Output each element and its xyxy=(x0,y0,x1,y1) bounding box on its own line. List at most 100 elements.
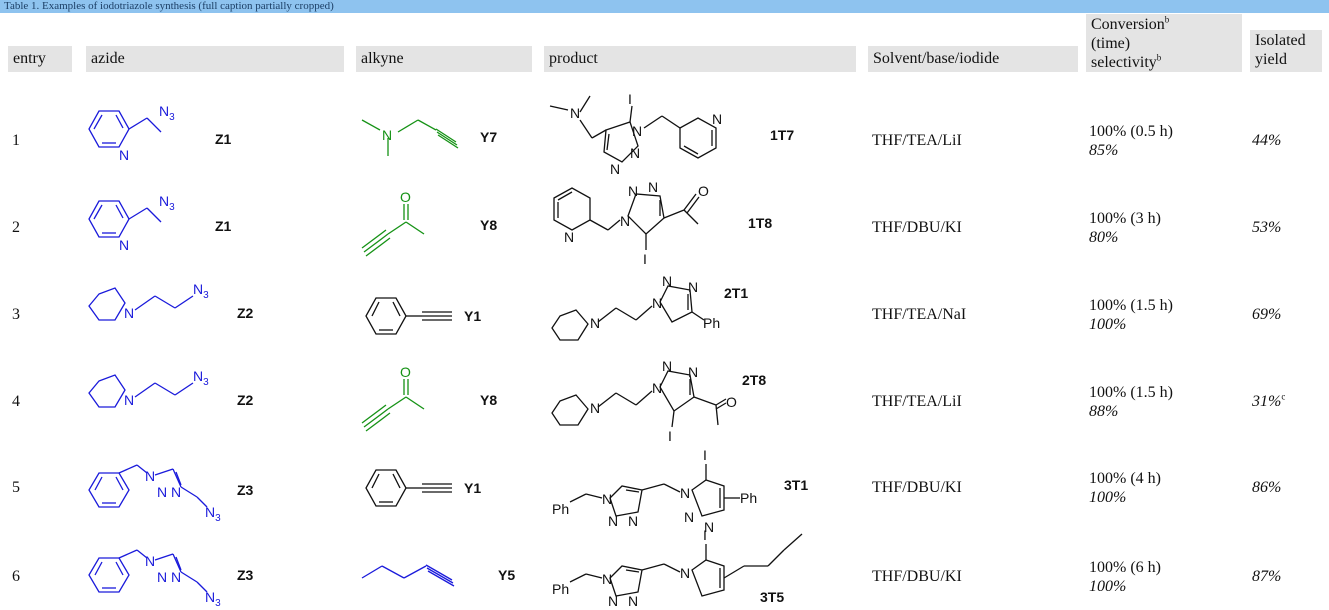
alkyne-structure-y8: O Y8 xyxy=(361,364,497,432)
azide-label: Z1 xyxy=(215,218,232,234)
product-structure-1t7: N I N N N N 1T7 xyxy=(549,91,794,177)
atom-n: N xyxy=(171,569,181,585)
atom-n: N xyxy=(662,358,672,374)
azide-structure-z3: N N N N3 Z3 xyxy=(88,549,254,609)
alkyne-label: Y1 xyxy=(464,308,481,324)
atom-n: N xyxy=(382,127,392,143)
azide-label: Z3 xyxy=(237,567,254,583)
yield-4: 31%c xyxy=(1252,391,1286,410)
atom-n: N xyxy=(124,305,134,321)
atom-n3: N3 xyxy=(193,368,209,388)
atom-n: N xyxy=(590,315,600,331)
header-conversion: Conversionb (time) selectivityb xyxy=(1086,14,1242,72)
footnote-b: b xyxy=(1156,52,1162,63)
atom-ph: Ph xyxy=(740,490,757,506)
product-label: 3T1 xyxy=(784,477,808,493)
atom-n: N xyxy=(608,593,618,609)
entry-2: 2 xyxy=(12,219,20,236)
solvent-4: THF/TEA/LiI xyxy=(872,393,962,410)
atom-i: I xyxy=(668,428,672,444)
product-structure-1t8: N N N N O I 1T8 xyxy=(553,179,772,267)
header-solvent: Solvent/base/iodide xyxy=(868,46,1078,72)
product-structure-3t5: Ph N N N N I 3T5 xyxy=(552,527,803,609)
atom-n: N xyxy=(680,485,690,501)
atom-n: N xyxy=(648,179,658,195)
atom-n: N xyxy=(628,183,638,199)
table-caption: Table 1. Examples of iodotriazole synthe… xyxy=(0,0,1329,13)
footnote-c: c xyxy=(1281,391,1286,402)
yield-2: 53% xyxy=(1252,219,1282,236)
conversion-time: 100% (4 h) xyxy=(1089,470,1161,487)
product-structure-2t1: N N N N Ph 2T1 xyxy=(551,273,748,341)
azide-structure-z1: N N3 Z1 xyxy=(88,193,232,253)
conversion-time: 100% (1.5 h) xyxy=(1089,384,1173,401)
alkyne-label: Y5 xyxy=(498,567,515,583)
conversion-4: 100% (1.5 h)88% xyxy=(1089,383,1173,421)
product-label: 2T8 xyxy=(742,372,766,388)
atom-ph: Ph xyxy=(552,501,569,517)
solvent-2: THF/DBU/KI xyxy=(872,219,962,236)
atom-ph: Ph xyxy=(703,315,720,331)
atom-n: N xyxy=(688,364,698,380)
atom-n: N xyxy=(157,569,167,585)
atom-n: N xyxy=(610,161,620,177)
conversion-5: 100% (4 h) 100% xyxy=(1089,469,1161,507)
product-label: 1T7 xyxy=(770,127,794,143)
yield-5: 86% xyxy=(1252,479,1282,496)
atom-n: N xyxy=(620,213,630,229)
alkyne-structure-y8: O Y8 xyxy=(361,189,497,257)
alkyne-structure-y5: Y5 xyxy=(361,564,515,587)
atom-n: N xyxy=(145,468,155,484)
azide-label: Z1 xyxy=(215,131,232,147)
atom-n: N xyxy=(119,237,129,253)
azide-label: Z3 xyxy=(237,482,254,498)
product-structure-3t1: Ph N N N N N N I Ph 3T1 xyxy=(552,447,808,535)
azide-label: Z2 xyxy=(237,305,254,321)
entry-5: 5 xyxy=(12,479,20,496)
atom-o: O xyxy=(726,394,737,410)
atom-n: N xyxy=(157,484,167,500)
header-yield-line2: yield xyxy=(1255,51,1287,68)
atom-n: N xyxy=(652,380,662,396)
entry-3: 3 xyxy=(12,306,20,323)
atom-n: N xyxy=(630,145,640,161)
conversion-3: 100% (1.5 h)100% xyxy=(1089,296,1173,334)
conversion-time: 100% (6 h) xyxy=(1089,559,1161,576)
azide-structure-z3: N N N N3 Z3 xyxy=(88,464,254,524)
solvent-5: THF/DBU/KI xyxy=(872,479,962,496)
yield-1: 44% xyxy=(1252,132,1282,149)
selectivity: 100% xyxy=(1089,578,1127,595)
header-yield-line1: Isolated xyxy=(1255,32,1306,49)
header-alkyne: alkyne xyxy=(356,46,532,72)
atom-n3: N3 xyxy=(159,193,175,213)
selectivity: 100% xyxy=(1089,316,1127,333)
atom-n: N xyxy=(684,509,694,525)
atom-n: N xyxy=(145,553,155,569)
atom-i: I xyxy=(703,447,707,463)
solvent-6: THF/DBU/KI xyxy=(872,568,962,585)
azide-structure-z2: N N3 Z2 xyxy=(88,281,254,321)
atom-n: N xyxy=(171,484,181,500)
footnote-b: b xyxy=(1164,14,1170,25)
selectivity: 80% xyxy=(1089,229,1119,246)
selectivity: 85% xyxy=(1089,142,1119,159)
atom-n: N xyxy=(608,513,618,529)
alkyne-label: Y8 xyxy=(480,217,497,233)
atom-n: N xyxy=(652,295,662,311)
solvent-1: THF/TEA/LiI xyxy=(872,132,962,149)
atom-n: N xyxy=(602,571,612,587)
header-conversion-line3: selectivity xyxy=(1091,54,1157,71)
atom-n: N xyxy=(662,273,672,289)
solvent-3: THF/TEA/NaI xyxy=(872,306,967,323)
azide-label: Z2 xyxy=(237,392,254,408)
atom-i: I xyxy=(628,91,632,107)
selectivity: 100% xyxy=(1089,489,1127,506)
atom-n: N xyxy=(564,229,574,245)
entry-1: 1 xyxy=(12,132,20,149)
atom-n: N xyxy=(628,593,638,609)
atom-n: N xyxy=(688,279,698,295)
header-entry: entry xyxy=(8,46,72,72)
conversion-time: 100% (3 h) xyxy=(1089,210,1161,227)
product-label: 1T8 xyxy=(748,215,772,231)
entry-6: 6 xyxy=(12,568,20,585)
